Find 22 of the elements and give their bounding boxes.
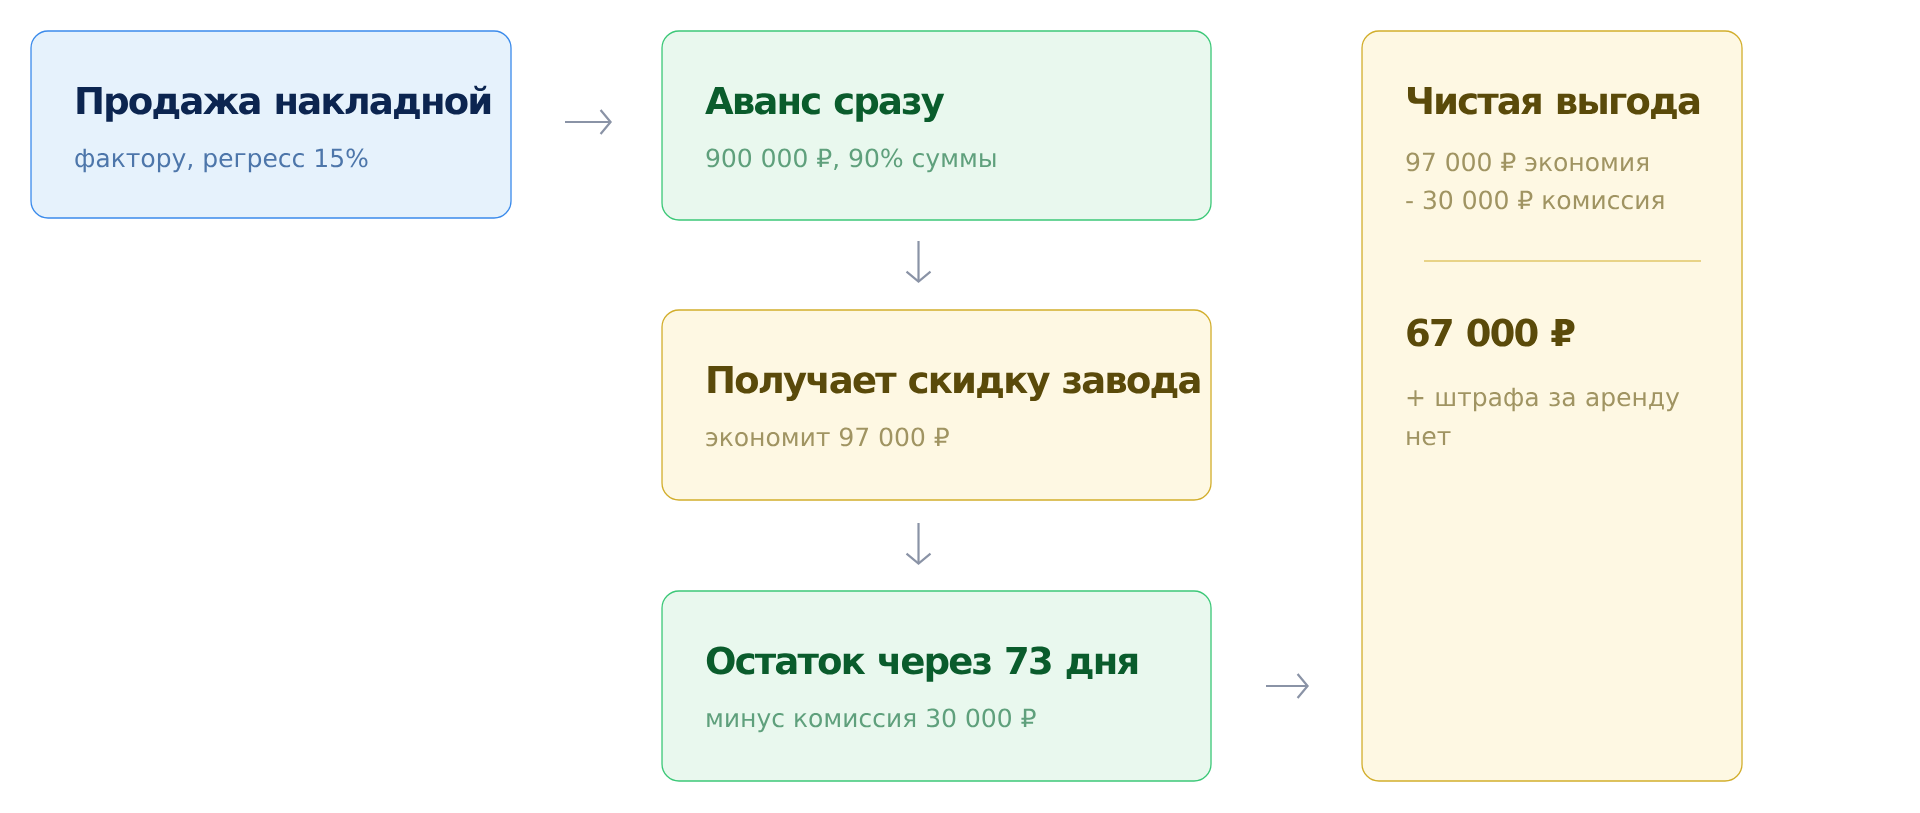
arrow [565,109,612,135]
box-title: Получает скидку завода [708,366,1200,401]
process-box [30,30,512,219]
box-title: Остаток через 73 дня [706,646,1138,682]
calculation-line: - 30 000 ₽ комиссия [1406,190,1664,210]
box-title: Продажа накладной [77,85,491,122]
box-title: Аванс сразу [705,87,945,122]
arrow [905,241,932,283]
total-amount: 67 000 ₽ [1407,318,1575,347]
note-text: + штрафа за аренду нет [1407,387,1680,446]
process-box [661,590,1212,782]
box-title: Чистая выгода [1408,87,1700,120]
box-subtitle: экономит 97 000 ₽ [706,427,949,447]
box-subtitle: минус комиссия 30 000 ₽ [707,708,1036,733]
box-subtitle: 900 000 ₽, 90% суммы [706,148,996,173]
arrow [1266,673,1309,699]
summary-box [1361,30,1743,782]
process-box [661,30,1212,221]
arrow [905,523,932,565]
process-box [661,309,1212,501]
box-subtitle: фактору, регресс 15% [75,148,368,173]
calculation-line: 97 000 ₽ экономия [1406,152,1648,172]
